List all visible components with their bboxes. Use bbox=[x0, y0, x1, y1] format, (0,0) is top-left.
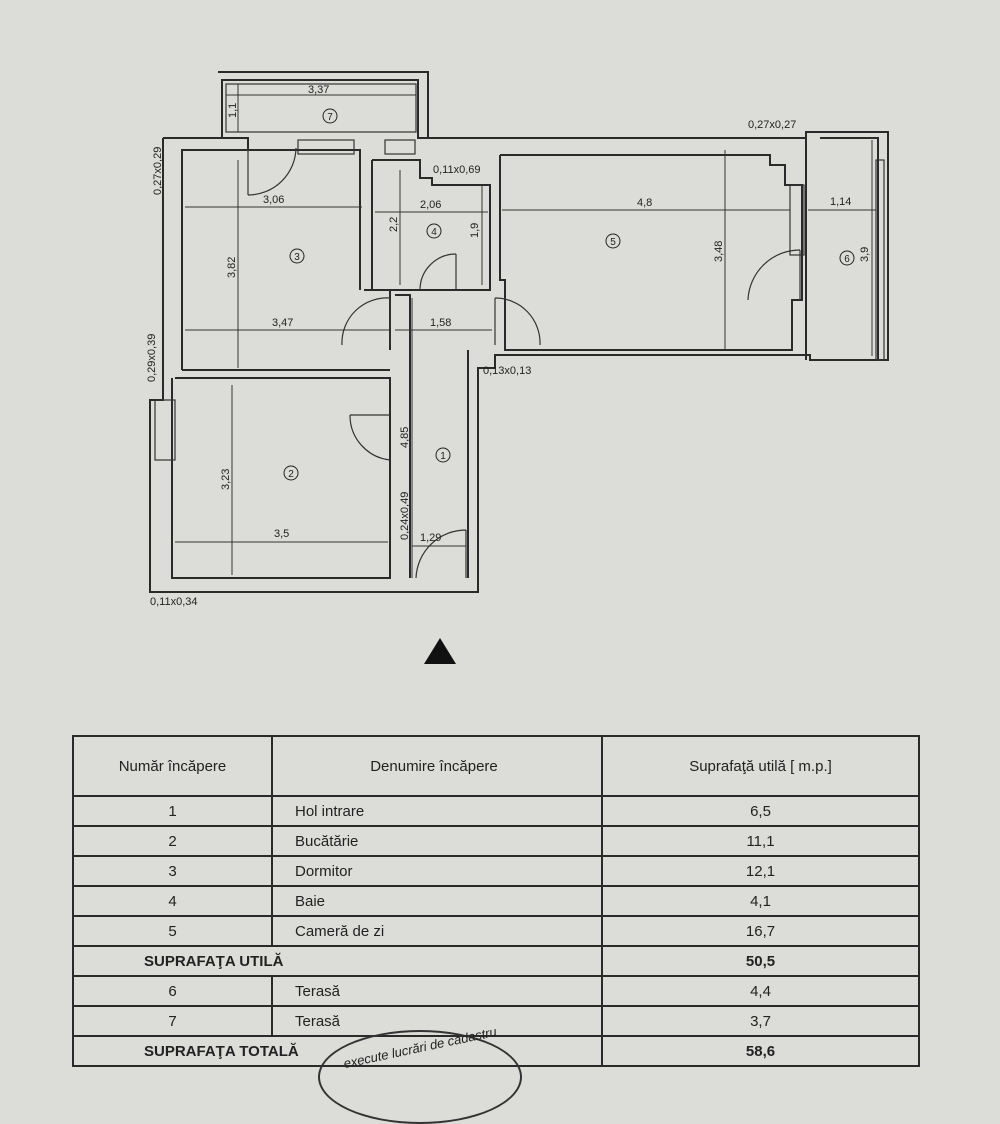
room-number-2: 2 bbox=[288, 469, 294, 480]
dim-label: 1,58 bbox=[430, 317, 451, 329]
dim-label: 1,1 bbox=[227, 103, 239, 118]
dim-label: 3,82 bbox=[226, 257, 238, 278]
table-row: 2 Bucătărie 11,1 bbox=[72, 825, 920, 857]
table-row: 7 Terasă 3,7 bbox=[72, 1005, 920, 1037]
dim-label: 0,24x0,49 bbox=[399, 492, 411, 540]
dim-label: 4,85 bbox=[399, 427, 411, 448]
useful-area-label: SUPRAFAŢA UTILĂ bbox=[72, 945, 603, 977]
table-row: 6 Terasă 4,4 bbox=[72, 975, 920, 1007]
cell-number: 4 bbox=[72, 885, 273, 917]
dim-label: 3,47 bbox=[272, 317, 293, 329]
walls bbox=[149, 71, 889, 593]
room-number-6: 6 bbox=[844, 254, 850, 265]
useful-area-value: 50,5 bbox=[601, 945, 920, 977]
useful-area-row: SUPRAFAŢA UTILĂ 50,5 bbox=[72, 945, 920, 977]
header-name: Denumire încăpere bbox=[271, 735, 603, 797]
dim-label: 4,8 bbox=[637, 197, 652, 209]
cell-number: 1 bbox=[72, 795, 273, 827]
table-header: Număr încăpere Denumire încăpere Suprafa… bbox=[72, 735, 920, 797]
table-row: 4 Baie 4,1 bbox=[72, 885, 920, 917]
dim-label: 1,14 bbox=[830, 196, 851, 208]
dim-label: 3,37 bbox=[308, 84, 329, 96]
dim-label: 3,06 bbox=[263, 194, 284, 206]
room-number-4: 4 bbox=[431, 227, 437, 238]
cell-number: 6 bbox=[72, 975, 273, 1007]
cell-name: Dormitor bbox=[271, 855, 603, 887]
dim-label: 0,13x0,13 bbox=[483, 365, 531, 377]
dim-label: 0,11x0,34 bbox=[150, 596, 198, 608]
dim-label: 1,29 bbox=[420, 532, 441, 544]
cell-area: 3,7 bbox=[601, 1005, 920, 1037]
dim-label: 0,27x0,27 bbox=[748, 119, 796, 131]
windows bbox=[154, 139, 885, 461]
cell-area: 16,7 bbox=[601, 915, 920, 947]
dim-label: 3,23 bbox=[220, 469, 232, 490]
doors bbox=[247, 147, 801, 579]
room-number-3: 3 bbox=[294, 252, 300, 263]
room-number-1: 1 bbox=[440, 451, 446, 462]
cell-area: 6,5 bbox=[601, 795, 920, 827]
cell-area: 11,1 bbox=[601, 825, 920, 857]
header-number: Număr încăpere bbox=[72, 735, 273, 797]
table-row: 5 Cameră de zi 16,7 bbox=[72, 915, 920, 947]
cell-name: Bucătărie bbox=[271, 825, 603, 857]
dim-label: 0,11x0,69 bbox=[433, 164, 481, 176]
cell-number: 2 bbox=[72, 825, 273, 857]
area-table: Număr încăpere Denumire încăpere Suprafa… bbox=[72, 735, 920, 1067]
dim-label: 2,2 bbox=[388, 217, 400, 232]
room-number-5: 5 bbox=[610, 237, 616, 248]
dim-label: 1,9 bbox=[469, 223, 481, 238]
table-row: 1 Hol intrare 6,5 bbox=[72, 795, 920, 827]
north-arrow-icon bbox=[424, 638, 456, 664]
cell-number: 5 bbox=[72, 915, 273, 947]
dim-label: 3,48 bbox=[713, 241, 725, 262]
cell-name: Baie bbox=[271, 885, 603, 917]
cell-number: 7 bbox=[72, 1005, 273, 1037]
cadastre-stamp: execute lucrări de cadastru bbox=[318, 1024, 522, 1124]
cell-name: Terasă bbox=[271, 975, 603, 1007]
room-number-7: 7 bbox=[327, 112, 333, 123]
cell-name: Cameră de zi bbox=[271, 915, 603, 947]
dim-label: 2,06 bbox=[420, 199, 441, 211]
dimension-lines bbox=[175, 84, 876, 578]
cell-area: 4,4 bbox=[601, 975, 920, 1007]
floor-plan: 3,37 1,1 0,27x0,29 0,27x0,27 3,06 3,82 3… bbox=[146, 71, 889, 664]
cell-number: 3 bbox=[72, 855, 273, 887]
header-area: Suprafaţă utilă [ m.p.] bbox=[601, 735, 920, 797]
cell-area: 4,1 bbox=[601, 885, 920, 917]
room-markers: 1 2 3 4 5 6 7 bbox=[283, 108, 855, 481]
cell-area: 12,1 bbox=[601, 855, 920, 887]
cell-name: Hol intrare bbox=[271, 795, 603, 827]
dimension-labels: 3,37 1,1 0,27x0,29 0,27x0,27 3,06 3,82 3… bbox=[146, 84, 871, 608]
dim-label: 3,9 bbox=[859, 247, 871, 262]
dim-label: 3,5 bbox=[274, 528, 289, 540]
dim-label: 0,27x0,29 bbox=[152, 147, 164, 195]
table-row: 3 Dormitor 12,1 bbox=[72, 855, 920, 887]
dim-label: 0,29x0,39 bbox=[146, 334, 158, 382]
total-area-value: 58,6 bbox=[601, 1035, 920, 1067]
